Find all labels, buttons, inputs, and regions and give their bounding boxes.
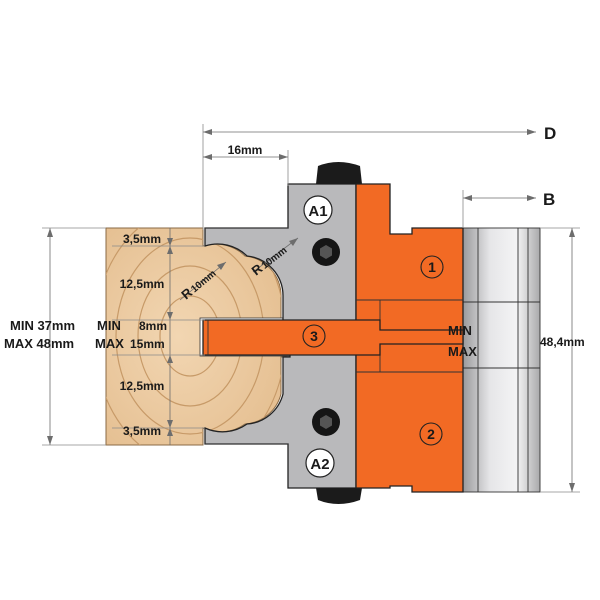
- badge-a2: [305, 448, 335, 478]
- label-16mm: 16mm: [228, 143, 263, 157]
- grooving-knife-orange: 3: [202, 319, 464, 356]
- label-groove-min-value: 8mm: [139, 319, 167, 333]
- label-bottom-12-5mm: 12,5mm: [120, 379, 165, 393]
- label-b: B: [543, 190, 555, 209]
- arbor: [462, 227, 541, 493]
- label-spacer-max: MAX: [448, 344, 477, 359]
- label-3: 3: [310, 328, 318, 344]
- label-a1: A1: [308, 203, 327, 220]
- label-bottom-3-5mm: 3,5mm: [123, 424, 161, 438]
- label-total-min: MIN 37mm: [10, 318, 75, 333]
- label-spacer-min: MIN: [448, 323, 472, 338]
- dimension-lines: [42, 124, 580, 493]
- label-a2: A2: [310, 456, 329, 473]
- badge-3: [302, 324, 326, 348]
- label-2: 2: [427, 426, 435, 442]
- profile-cutter-grey: A1 A2: [204, 162, 362, 504]
- label-height-48-4mm: 48,4mm: [540, 335, 585, 349]
- badge-1: [420, 255, 444, 279]
- label-groove-max-word: MAX: [95, 336, 124, 351]
- label-total-max: MAX 48mm: [4, 336, 74, 351]
- label-groove-max-value: 15mm: [130, 337, 165, 351]
- label-top-3-5mm: 3,5mm: [123, 232, 161, 246]
- label-1: 1: [428, 259, 436, 275]
- badge-a1: [303, 195, 333, 225]
- badge-2: [419, 422, 443, 446]
- label-top-12-5mm: 12,5mm: [120, 277, 165, 291]
- label-d: D: [544, 124, 556, 143]
- label-groove-min-word: MIN: [97, 318, 121, 333]
